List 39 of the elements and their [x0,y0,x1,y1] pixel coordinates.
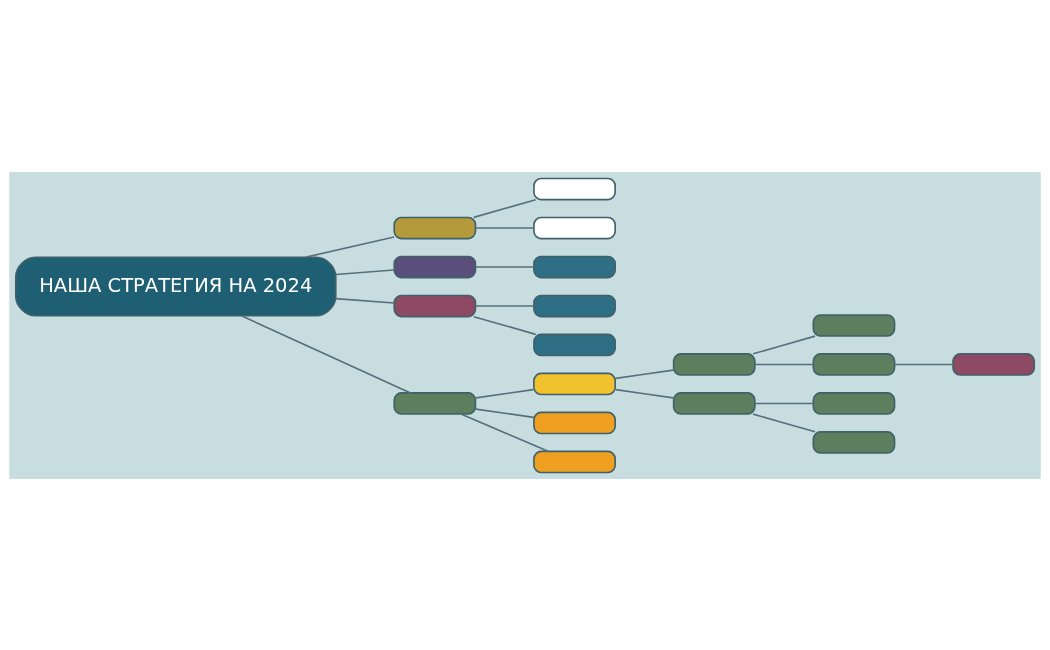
connector [754,402,814,404]
node-box [393,294,477,317]
node-box [812,352,896,376]
node-box [952,352,1036,376]
node-box [672,391,756,415]
connector [752,334,816,355]
connector [475,388,535,399]
node-box [533,333,616,356]
node-box [533,372,616,395]
connector [614,388,675,399]
node-box [812,313,896,337]
node-box [533,216,616,239]
node-box [533,450,616,473]
connector [475,226,535,229]
connector [475,265,535,268]
node-box [812,391,896,415]
node-box [672,352,756,376]
connector [475,304,535,307]
connector [305,235,395,258]
node-box [533,294,616,317]
node-box [533,255,616,278]
connector [475,407,535,418]
connector [334,297,395,304]
connector [472,198,537,218]
node-box [393,391,477,415]
node-box: НАША СТРАТЕГИЯ НА 2024 [14,255,337,317]
connector [752,412,816,433]
node-box [533,411,616,434]
connector [334,268,395,275]
node-box [812,430,896,454]
connector [460,412,549,452]
connector [754,363,814,365]
connector [614,368,675,379]
connector [241,314,411,394]
connector [472,315,537,335]
connector [894,363,954,365]
node-box [393,216,477,239]
node-box [533,177,616,200]
node-box [393,255,477,278]
